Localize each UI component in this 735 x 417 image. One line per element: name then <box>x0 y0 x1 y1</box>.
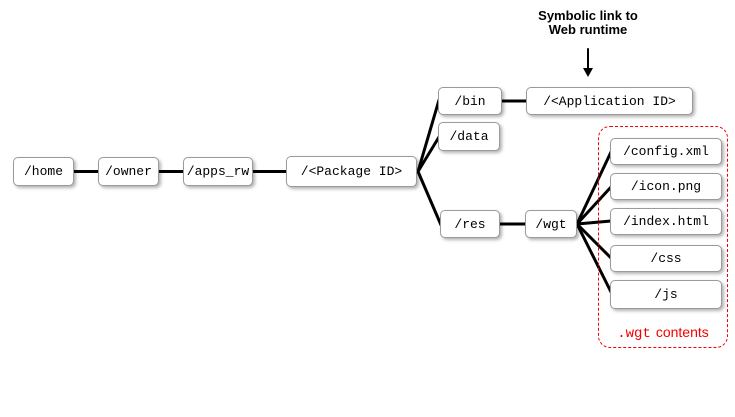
node-apps-rw: /apps_rw <box>183 157 253 186</box>
edge-package-bin <box>416 98 441 173</box>
symbolic-link-annotation: Symbolic link to Web runtime <box>538 9 638 37</box>
annotation-line-2: Web runtime <box>548 22 628 37</box>
node-owner: /owner <box>98 157 159 186</box>
node-js: /js <box>610 280 722 309</box>
node-index-html: /index.html <box>610 208 722 235</box>
node-data: /data <box>438 122 500 151</box>
node-res: /res <box>440 210 500 238</box>
annotation-line-1: Symbolic link to <box>538 8 638 23</box>
edge-package-res <box>416 170 443 227</box>
edge-package-data <box>416 135 441 173</box>
symbolic-link-arrow-head <box>583 68 593 77</box>
node-home: /home <box>13 157 74 186</box>
node-config-xml: /config.xml <box>610 138 722 165</box>
wgt-contents-label-rest: contents <box>655 324 709 340</box>
node-icon-png: /icon.png <box>610 173 722 200</box>
node-bin: /bin <box>438 87 502 115</box>
node-package-id: /<Package ID> <box>286 156 417 187</box>
node-application-id: /<Application ID> <box>526 87 693 115</box>
node-wgt: /wgt <box>525 210 577 238</box>
node-css: /css <box>610 245 722 272</box>
wgt-contents-label-mono: .wgt <box>617 326 651 342</box>
